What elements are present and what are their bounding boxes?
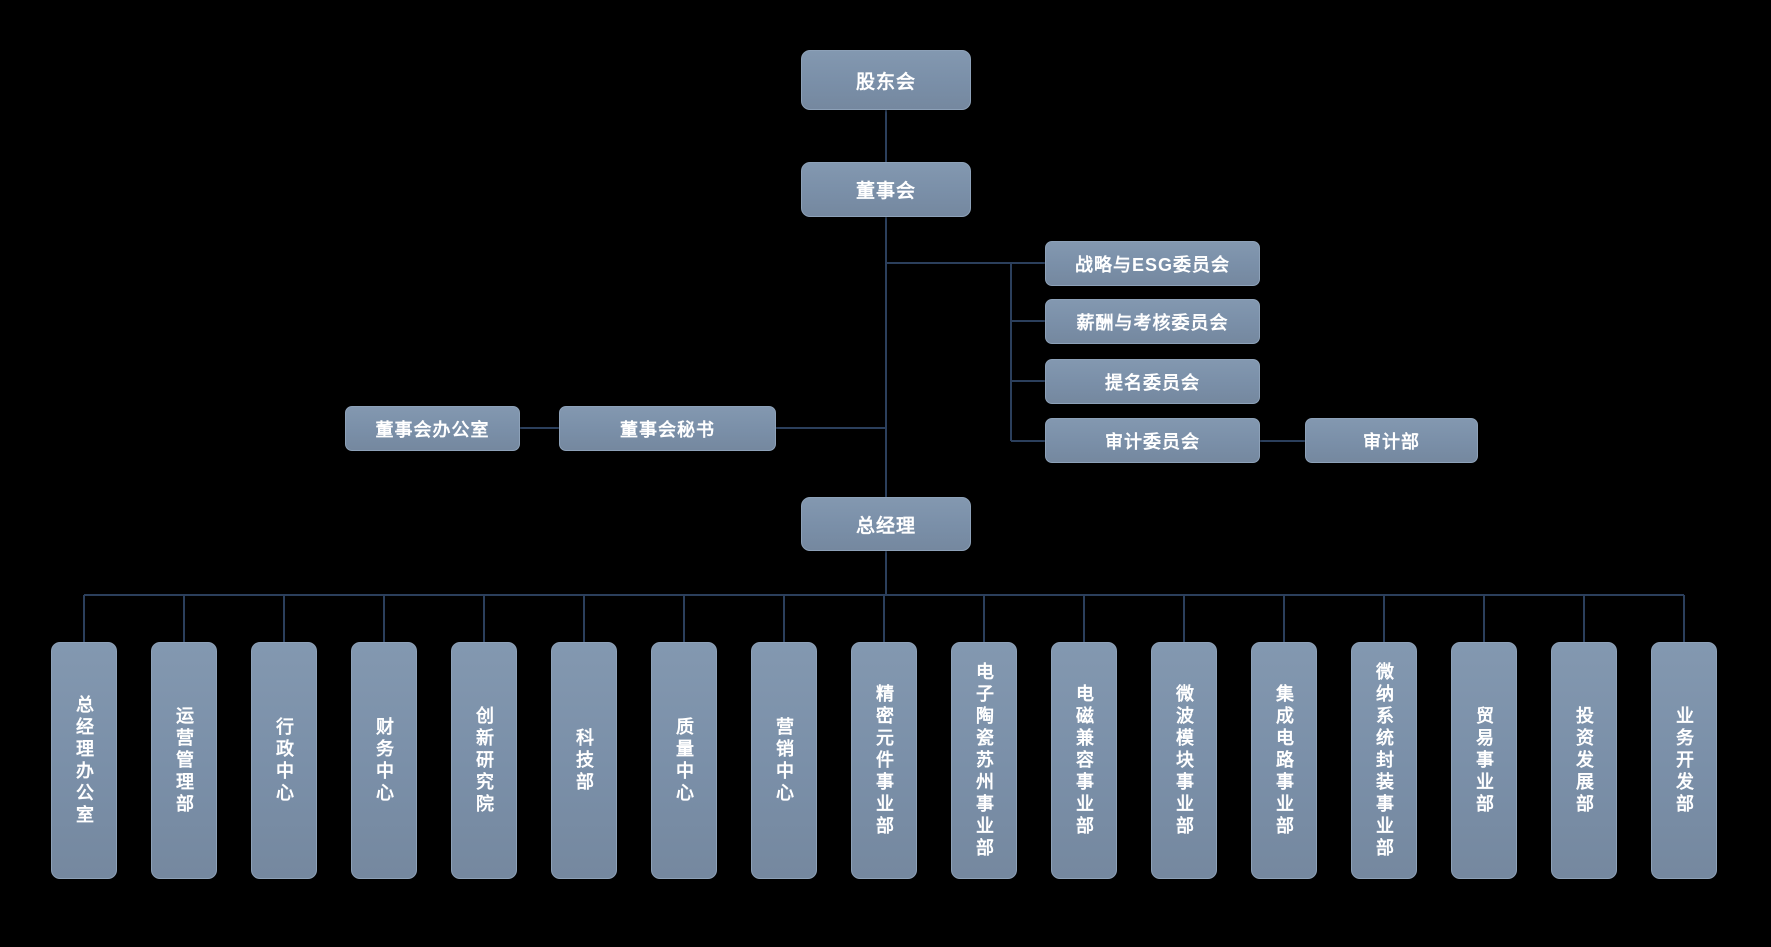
department-node: 集成电路事业部 [1251,642,1317,879]
department-node: 投资发展部 [1551,642,1617,879]
department-label: 营销中心 [774,716,794,805]
department-node: 贸易事业部 [1451,642,1517,879]
department-node: 行政中心 [251,642,317,879]
department-label: 集成电路事业部 [1274,683,1294,838]
department-node: 电磁兼容事业部 [1051,642,1117,879]
department-node: 运营管理部 [151,642,217,879]
department-label: 财务中心 [374,716,394,805]
board-secretary-node: 董事会秘书 [559,406,776,451]
department-label: 微纳系统封装事业部 [1374,661,1394,860]
department-label: 微波模块事业部 [1174,683,1194,838]
shareholders-meeting-node: 股东会 [801,50,971,110]
department-node: 微纳系统封装事业部 [1351,642,1417,879]
department-node: 微波模块事业部 [1151,642,1217,879]
department-node: 电子陶瓷苏州事业部 [951,642,1017,879]
department-label: 运营管理部 [174,705,194,816]
department-node: 业务开发部 [1651,642,1717,879]
department-label: 投资发展部 [1574,705,1594,816]
department-node: 营销中心 [751,642,817,879]
department-node: 精密元件事业部 [851,642,917,879]
department-node: 创新研究院 [451,642,517,879]
department-label: 科技部 [574,727,594,794]
department-label: 精密元件事业部 [874,683,894,838]
department-node: 质量中心 [651,642,717,879]
department-node: 财务中心 [351,642,417,879]
department-label: 行政中心 [274,716,294,805]
board-office-node: 董事会办公室 [345,406,520,451]
strategy-esg-committee-node: 战略与ESG委员会 [1045,241,1260,286]
department-label: 电磁兼容事业部 [1074,683,1094,838]
department-label: 电子陶瓷苏州事业部 [974,661,994,860]
board-of-directors-node: 董事会 [801,162,971,217]
general-manager-node: 总经理 [801,497,971,551]
department-label: 业务开发部 [1674,705,1694,816]
department-node: 科技部 [551,642,617,879]
compensation-assessment-committee-node: 薪酬与考核委员会 [1045,299,1260,344]
audit-committee-node: 审计委员会 [1045,418,1260,463]
department-label: 质量中心 [674,716,694,805]
audit-department-node: 审计部 [1305,418,1478,463]
department-label: 创新研究院 [474,705,494,816]
department-label: 贸易事业部 [1474,705,1494,816]
nomination-committee-node: 提名委员会 [1045,359,1260,404]
department-label: 总经理办公室 [74,694,94,827]
department-node: 总经理办公室 [51,642,117,879]
